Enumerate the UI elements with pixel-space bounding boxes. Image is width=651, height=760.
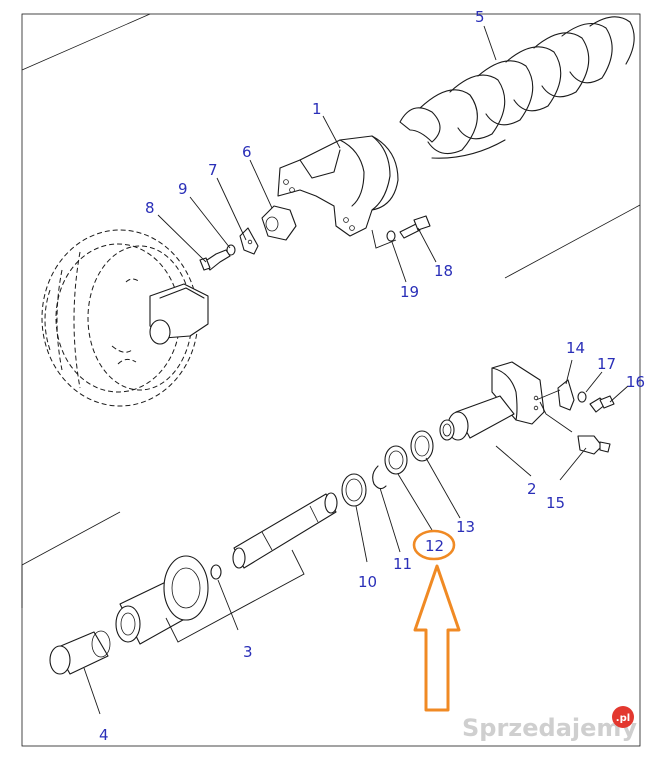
callout-7: 7 — [208, 161, 218, 179]
callout-5: 5 — [475, 8, 485, 26]
bolt-part-16 — [589, 395, 615, 413]
callout-1: 1 — [312, 100, 322, 118]
watermark-badge-text: .pl — [616, 713, 630, 724]
flanged-bushing-part — [115, 555, 209, 645]
washer-part-9 — [226, 244, 236, 256]
callout-4: 4 — [99, 726, 109, 744]
callout-3: 3 — [243, 643, 253, 661]
callout-12: 12 — [425, 537, 444, 555]
watermark: Sprzedajemy .pl — [462, 706, 637, 742]
washer-part-17 — [577, 391, 587, 403]
perspective-lines — [21, 13, 641, 608]
callout-11: 11 — [393, 555, 412, 573]
callout-8: 8 — [145, 199, 155, 217]
diagram-frame — [21, 13, 641, 747]
callout-19: 19 — [400, 283, 419, 301]
snap-ring-part-11 — [372, 465, 387, 490]
callout-2: 2 — [527, 480, 537, 498]
seal-ring-part-10 — [341, 473, 367, 507]
bolt-part-18 — [399, 215, 431, 239]
callout-6: 6 — [242, 143, 252, 161]
highlight-annotation — [412, 529, 461, 712]
callout-14: 14 — [566, 339, 585, 357]
callout-17: 17 — [597, 355, 616, 373]
yoke-bracket-part — [277, 135, 399, 237]
bracket-connector-line — [535, 389, 561, 401]
callout-18: 18 — [434, 262, 453, 280]
callout-15: 15 — [546, 494, 565, 512]
highlight-circle — [412, 529, 456, 561]
callout-16: 16 — [626, 373, 645, 391]
clip-bracket-part — [239, 227, 259, 255]
o-ring-part-3 — [210, 564, 222, 580]
seal-part-12 — [384, 445, 408, 475]
callout-13: 13 — [456, 518, 475, 536]
ring-part-13 — [410, 430, 434, 462]
small-bracket-part-14 — [557, 379, 575, 411]
washer-part-19 — [386, 230, 396, 242]
watermark-text: Sprzedajemy — [462, 714, 637, 742]
leader-lines — [83, 25, 629, 715]
long-shaft-part — [232, 492, 338, 569]
sleeve-part-4 — [49, 630, 111, 675]
callout-10: 10 — [358, 573, 377, 591]
idler-wheel-phantom — [41, 229, 209, 407]
spring-part — [399, 16, 635, 159]
shaft-bracket-part — [439, 361, 545, 441]
callout-labels: 1 2 3 4 5 6 7 8 9 10 11 12 13 14 15 16 1… — [99, 8, 645, 744]
grease-fitting-part-15 — [577, 435, 611, 455]
highlight-arrow-icon — [413, 564, 461, 712]
bolt-part-8 — [199, 249, 231, 271]
nut-part — [261, 205, 297, 241]
callout-9: 9 — [178, 180, 188, 198]
watermark-badge — [612, 706, 634, 728]
